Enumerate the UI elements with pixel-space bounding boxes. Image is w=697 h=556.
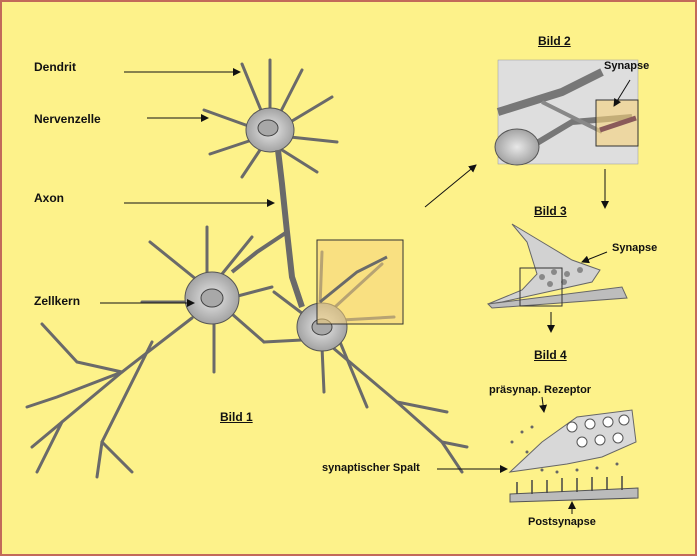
title-bild4: Bild 4 (534, 348, 567, 362)
title-bild3: Bild 3 (534, 204, 567, 218)
label-nervenzelle: Nervenzelle (34, 112, 101, 126)
arrow-bild1-to-bild2 (424, 164, 477, 208)
label-synapse-2: Synapse (604, 60, 650, 72)
title-bild2: Bild 2 (538, 34, 571, 48)
label-zellkern: Zellkern (34, 294, 81, 308)
bild4-panel (508, 409, 639, 503)
pointer-arrows (100, 68, 631, 514)
label-praesynap-rezeptor: präsynap. Rezeptor (489, 384, 592, 396)
label-postsynapse: Postsynapse (528, 516, 596, 528)
arrow-synapse-3 (581, 251, 608, 264)
top-cell-dendrites (202, 58, 339, 179)
label-synaptischer-spalt: synaptischer Spalt (322, 462, 420, 474)
axon (275, 149, 305, 308)
top-cell-nucleus (257, 119, 279, 137)
arrow-synapse-2 (613, 79, 631, 107)
arrow-praesynap (539, 396, 548, 413)
label-dendrit: Dendrit (34, 60, 76, 74)
label-axon: Axon (34, 191, 64, 205)
left-cell-nucleus (200, 288, 224, 308)
bild3-panel (486, 223, 628, 309)
bild2-panel (494, 59, 639, 166)
synapse-highlight-box (316, 239, 404, 325)
title-bild1: Bild 1 (220, 410, 253, 424)
label-synapse-3: Synapse (612, 242, 658, 254)
